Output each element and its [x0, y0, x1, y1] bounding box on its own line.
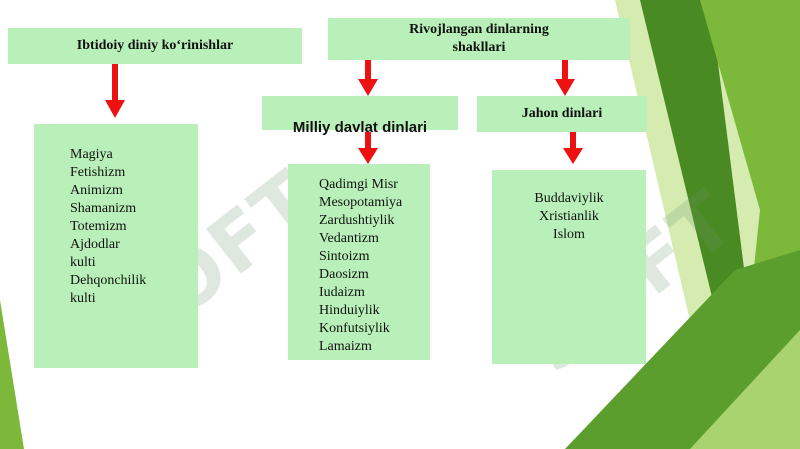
list-item: Shamanizm — [70, 201, 137, 216]
list-item: Totemizm — [70, 219, 127, 234]
header-ibtidoiy: Ibtidoiy diniy ko‘rinishlar — [8, 28, 302, 64]
list-item: Qadimgi Misr — [319, 177, 398, 192]
list-item: Vedantizm — [319, 231, 379, 246]
header-jahon: Jahon dinlari — [477, 96, 647, 132]
list-ibtidoiy: Magiya Fetishizm Animizm Shamanizm Totem… — [34, 124, 198, 368]
list-milliy: Qadimgi Misr Mesopotamiya Zardushtiylik … — [288, 164, 430, 360]
list-item: Lamaizm — [319, 339, 372, 354]
arrow-down-icon — [358, 132, 378, 164]
list-item: Ajdodlar kulti — [70, 237, 120, 270]
list-item: Zardushtiylik — [319, 213, 395, 228]
list-item: Fetishizm — [70, 165, 126, 180]
list-item: Islom — [553, 227, 585, 242]
list-item: Hinduiylik — [319, 303, 380, 318]
header-rivojlangan-label: Rivojlangan dinlarning shakllari — [409, 22, 549, 55]
header-rivojlangan: Rivojlangan dinlarning shakllari — [328, 18, 630, 60]
header-jahon-label: Jahon dinlari — [521, 106, 603, 121]
list-item: Dehqonchilik kulti — [70, 273, 147, 306]
list-item: Konfutsiylik — [319, 321, 390, 336]
list-item: Buddaviylik — [534, 191, 604, 206]
list-item: Daosizm — [319, 267, 369, 282]
list-item: Magiya — [70, 147, 113, 162]
arrow-down-icon — [555, 60, 575, 96]
arrow-down-icon — [563, 132, 583, 164]
list-item: Xristianlik — [539, 209, 599, 224]
list-item: Sintoizm — [319, 249, 370, 264]
arrow-down-icon — [358, 60, 378, 96]
list-item: Iudaizm — [319, 285, 365, 300]
list-jahon: Buddaviylik Xristianlik Islom — [492, 170, 646, 364]
header-milliy-label: Milliy davlat dinlari — [292, 118, 428, 136]
list-item: Mesopotamiya — [319, 195, 403, 210]
list-item: Animizm — [70, 183, 123, 198]
header-ibtidoiy-label: Ibtidoiy diniy ko‘rinishlar — [76, 38, 234, 53]
header-milliy: Milliy davlat dinlari — [262, 96, 458, 136]
arrow-down-icon — [105, 64, 125, 118]
